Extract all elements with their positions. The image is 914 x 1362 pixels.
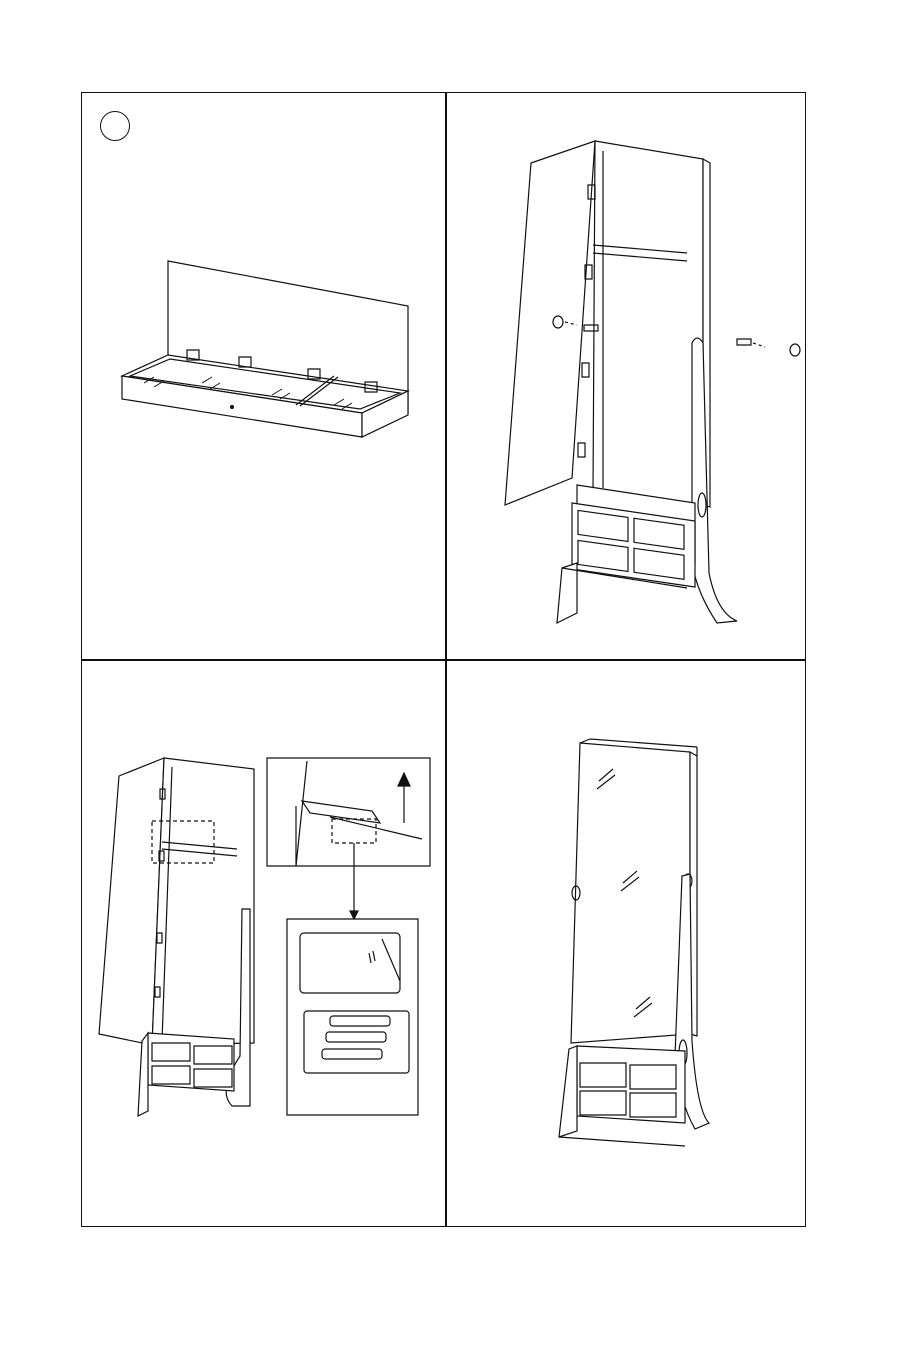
- panel-step-3: [82, 661, 445, 1227]
- lid-hinge-illustration: [82, 93, 445, 659]
- cabinet-door-open-illustration: [447, 93, 807, 659]
- instruction-grid: [81, 92, 806, 1227]
- panel-step-4: [447, 661, 807, 1227]
- panel-step-2: [447, 93, 807, 659]
- assembled-mirror-illustration: [447, 661, 807, 1227]
- panel-step-1: [82, 93, 445, 659]
- cabinet-detail-insets-illustration: [82, 661, 445, 1227]
